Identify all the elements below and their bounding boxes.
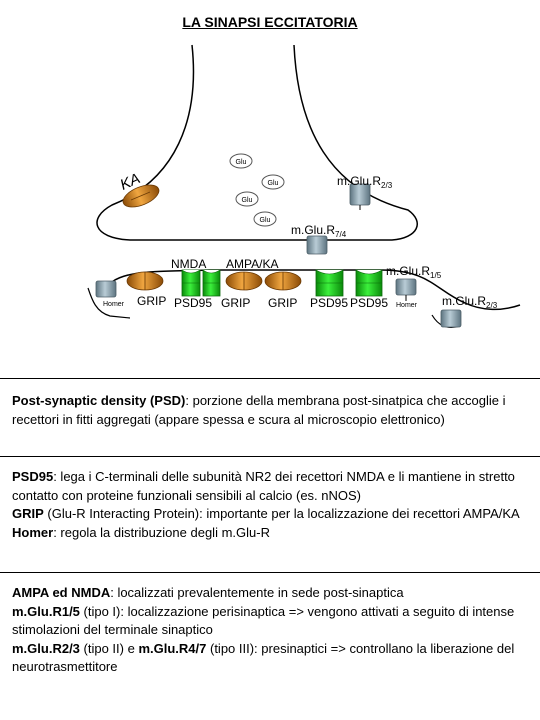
glu-molecule: Glu <box>235 191 259 207</box>
localization-definitions: AMPA ed NMDA: localizzati prevalentement… <box>12 584 532 677</box>
definition-text: : regola la distribuzione degli m.Glu-R <box>53 524 270 540</box>
term: m.Glu.R2/3 <box>12 640 80 656</box>
term: GRIP <box>12 506 44 521</box>
term: Post-synaptic density (PSD) <box>12 393 186 408</box>
nmda-receptor <box>181 269 201 297</box>
psd95-label: PSD95 <box>174 296 212 310</box>
term: AMPA ed NMDA <box>12 585 111 600</box>
synapse-diagram: Glu Glu Glu Glu KA m.Glu.R2/3 m <box>87 44 521 328</box>
homer-label: Homer <box>396 302 418 309</box>
mglur-2-3-label: m.Glu.R2/3 <box>337 174 393 190</box>
glu-molecule: Glu <box>229 153 253 169</box>
nmda-label: NMDA <box>171 257 206 271</box>
psd95-label: PSD95 <box>310 296 348 310</box>
ampa-ka-label: AMPA/KA <box>226 257 278 271</box>
ka-receptor <box>122 184 160 208</box>
definition-text: : lega i C-terminali delle subunità NR2 … <box>12 469 515 503</box>
definition-text: (tipo II) e <box>79 640 139 656</box>
definition-text: (tipo I): localizzazione perisinaptica =… <box>12 603 515 638</box>
membrane-tail-left <box>87 287 131 319</box>
term: Homer <box>12 524 54 540</box>
homer-definition: Homer: regola la distribuzione degli m.G… <box>12 524 532 543</box>
grip-label: GRIP <box>137 294 166 308</box>
grip-label: GRIP <box>268 296 297 310</box>
psd-definition: Post-synaptic density (PSD): porzione de… <box>12 392 532 429</box>
grip-label: GRIP <box>221 296 250 310</box>
mglur-homer-left <box>95 280 117 298</box>
mglur-1-5-receptor <box>395 278 417 301</box>
glu-molecule: Glu <box>261 174 285 190</box>
definition-text: : localizzati prevalentemente in sede po… <box>110 585 404 600</box>
definition-box <box>0 572 540 573</box>
svg-text:Glu: Glu <box>268 180 279 187</box>
scaffold-definitions: PSD95: lega i C-terminali delle subunità… <box>12 468 532 542</box>
glu-molecule: Glu <box>253 211 277 227</box>
mglur-7-4-receptor <box>306 235 328 255</box>
definition-text: : porzione della membrana post-sinatpica… <box>12 393 506 427</box>
grip-definition: GRIP (Glu-R Interacting Protein): import… <box>12 505 532 524</box>
term: m.Glu.R1/5 <box>12 603 80 619</box>
mglur-2-3-right-label: m.Glu.R2/3 <box>442 294 498 310</box>
nmda-receptor <box>202 269 221 297</box>
mglur-2-3-receptor <box>349 183 371 210</box>
homer-label: Homer <box>103 301 125 308</box>
page-title: LA SINAPSI ECCITATORIA <box>182 14 358 30</box>
ampa-ka-receptor <box>264 271 302 291</box>
presynaptic-membrane <box>96 44 418 241</box>
psd95-label: PSD95 <box>350 296 388 310</box>
svg-text:Glu: Glu <box>236 159 247 166</box>
ka-label: KA <box>118 170 143 194</box>
mglur-7-4-label: m.Glu.R7/4 <box>291 223 347 239</box>
mglur-2-3-4-7-definition: m.Glu.R2/3 (tipo II) e m.Glu.R4/7 (tipo … <box>12 640 532 677</box>
psd95-definition: PSD95: lega i C-terminali delle subunità… <box>12 468 532 505</box>
nmda-receptor <box>355 269 383 297</box>
nmda-receptor <box>315 269 344 297</box>
term: m.Glu.R4/7 <box>138 640 207 656</box>
term: PSD95 <box>12 469 54 484</box>
ampa-ka-receptor <box>225 271 263 291</box>
ampa-nmda-definition: AMPA ed NMDA: localizzati prevalentement… <box>12 584 532 603</box>
mglur-1-5-definition: m.Glu.R1/5 (tipo I): localizzazione peri… <box>12 603 532 640</box>
mglur-1-5-label: m.Glu.R1/5 <box>386 264 442 280</box>
mglur-2-3-right-receptor <box>440 309 462 328</box>
definition-text: (Glu-R Interacting Protein): importante … <box>43 506 520 521</box>
definition-box <box>0 378 540 379</box>
svg-text:Glu: Glu <box>260 217 271 224</box>
definition-text: (tipo III): presinaptici => controllano … <box>12 640 515 675</box>
definition-box <box>0 456 540 457</box>
ampa-ka-receptor <box>126 271 164 291</box>
svg-text:Glu: Glu <box>242 197 253 204</box>
